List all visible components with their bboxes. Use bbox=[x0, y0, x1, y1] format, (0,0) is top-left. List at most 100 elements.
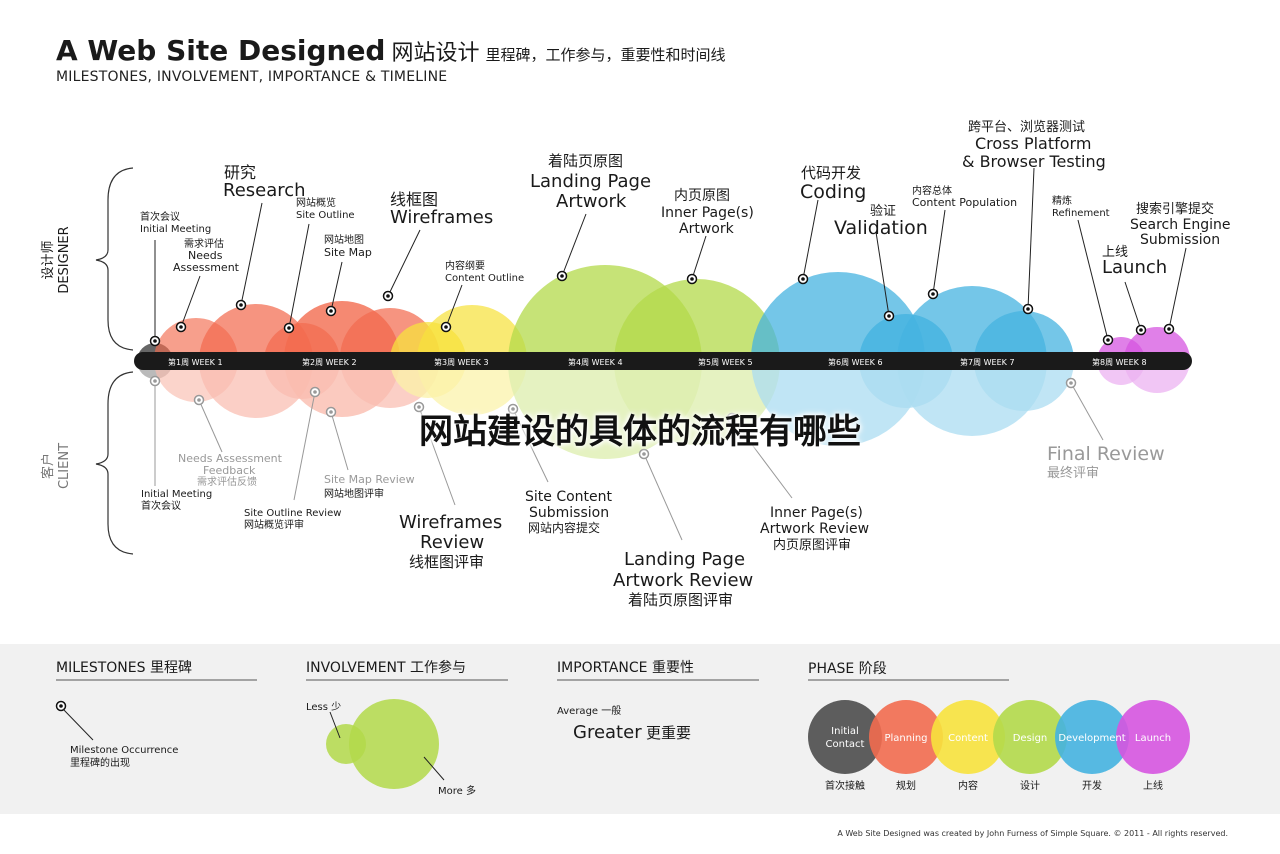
week-label-1: 第1周 WEEK 1 bbox=[168, 357, 223, 367]
client-milestone-5-text-3: 线框图评审 bbox=[409, 553, 484, 571]
client-milestone-7-dot-core bbox=[642, 452, 646, 456]
designer-milestone-16-leader bbox=[1168, 247, 1187, 330]
phase-circle-6 bbox=[1116, 700, 1190, 774]
designer-milestone-8-text-2: Landing Page bbox=[530, 171, 651, 192]
week-label-8: 第8周 WEEK 8 bbox=[1092, 357, 1147, 367]
week-label-3: 第3周 WEEK 3 bbox=[434, 357, 489, 367]
phase-label-cn-6: 上线 bbox=[1143, 779, 1163, 792]
phase-label-cn-1: 首次接触 bbox=[825, 779, 865, 792]
designer-milestone-2-dot-core bbox=[179, 325, 183, 329]
designer-milestone-13-text-3: & Browser Testing bbox=[962, 152, 1106, 171]
client-milestone-5-text-2: Review bbox=[420, 532, 484, 553]
phase-label-en-5: Development bbox=[1058, 733, 1125, 744]
phase-label-cn-3: 内容 bbox=[958, 779, 978, 792]
legend-less-circle bbox=[326, 724, 366, 764]
designer-milestone-3-text-1: 研究 bbox=[224, 163, 256, 182]
legend-more-leader bbox=[423, 756, 445, 781]
phase-label-en-1: Initial bbox=[831, 726, 859, 737]
designer-milestone-15-leader bbox=[1124, 281, 1142, 331]
designer-milestone-3-text-2: Research bbox=[223, 180, 306, 201]
legend-milestone-line1: Milestone Occurrence bbox=[70, 745, 178, 756]
designer-milestone-6-leader bbox=[387, 229, 421, 297]
client-milestone-3-text-1: Site Outline Review bbox=[244, 508, 341, 519]
client-milestone-4-leader bbox=[330, 411, 349, 471]
legend-greater-cn: 更重要 bbox=[646, 724, 691, 742]
designer-milestone-14-dot-core bbox=[1106, 338, 1110, 342]
page-subtitle: MILESTONES, INVOLVEMENT, IMPORTANCE & TI… bbox=[56, 69, 448, 85]
client-milestone-3-leader bbox=[293, 391, 316, 501]
client-bracket bbox=[95, 371, 134, 555]
phase-label-cn-4: 设计 bbox=[1020, 779, 1040, 792]
designer-milestone-5-text-1: 网站地图 bbox=[324, 233, 364, 246]
designer-milestone-1-text-1: 首次会议 bbox=[140, 210, 180, 223]
legend-more-label: More 多 bbox=[438, 784, 476, 797]
designer-milestone-12-leader bbox=[932, 209, 946, 295]
client-milestone-6-leader bbox=[512, 408, 549, 483]
designer-label-en: DESIGNER bbox=[57, 226, 72, 293]
designer-milestone-3-dot-core bbox=[239, 303, 243, 307]
designer-milestone-16-text-2: Search Engine bbox=[1130, 217, 1231, 233]
designer-milestone-16-text-1: 搜索引擎提交 bbox=[1136, 201, 1214, 217]
designer-milestone-9-leader bbox=[691, 235, 707, 280]
client-milestone-2-text-1: Needs Assessment bbox=[178, 452, 283, 465]
legend-phase-title: PHASE 阶段 bbox=[808, 661, 887, 677]
legend-more-circle bbox=[349, 699, 439, 789]
client-milestone-2-text-3: 需求评估反馈 bbox=[197, 475, 257, 488]
designer-milestone-11-dot-core bbox=[887, 314, 891, 318]
phase-circle-3 bbox=[931, 700, 1005, 774]
client-milestone-9-text-2: 最终评审 bbox=[1047, 465, 1099, 481]
client-milestone-5-dot-core bbox=[417, 405, 421, 409]
client-milestone-8-text-2: Artwork Review bbox=[760, 521, 869, 537]
designer-milestone-5-leader bbox=[330, 261, 343, 312]
client-milestone-4-text-1: Site Map Review bbox=[324, 473, 415, 486]
designer-bracket bbox=[95, 167, 134, 351]
designer-milestone-6-dot-core bbox=[386, 294, 390, 298]
designer-milestone-13-dot-core bbox=[1026, 307, 1030, 311]
legend-milestone-line2: 里程碑的出现 bbox=[70, 756, 130, 769]
designer-milestone-11-text-2: Validation bbox=[834, 217, 928, 239]
week-label-2: 第2周 WEEK 2 bbox=[302, 357, 357, 367]
client-label-cn: 客户 bbox=[40, 453, 56, 479]
designer-milestone-10-leader bbox=[802, 199, 819, 280]
designer-milestone-9-text-1: 内页原图 bbox=[674, 188, 730, 204]
designer-milestone-10-dot-core bbox=[801, 277, 805, 281]
designer-milestone-14-text-2: Refinement bbox=[1052, 208, 1110, 219]
designer-milestone-6-text-2: Wireframes bbox=[390, 207, 493, 228]
designer-milestone-13-text-2: Cross Platform bbox=[975, 134, 1091, 153]
designer-milestone-1-dot-core bbox=[153, 339, 157, 343]
client-milestone-2-leader bbox=[198, 399, 223, 453]
client-milestone-9-text-1: Final Review bbox=[1047, 443, 1165, 465]
title-cn-sub: 里程碑，工作参与，重要性和时间线 bbox=[485, 46, 726, 64]
client-milestone-8-text-3: 内页原图评审 bbox=[773, 537, 851, 553]
client-milestone-6-dot-core bbox=[511, 407, 515, 411]
legend-milestone-dot-core bbox=[59, 704, 63, 708]
phase-label-en-2: Planning bbox=[884, 733, 927, 744]
designer-milestone-8-text-1: 着陆页原图 bbox=[548, 152, 623, 170]
client-milestone-2-dot-core bbox=[197, 398, 201, 402]
designer-label-cn: 设计师 bbox=[41, 240, 56, 279]
designer-milestone-11-leader bbox=[875, 231, 890, 317]
designer-milestone-16-dot-core bbox=[1167, 327, 1171, 331]
week-label-6: 第6周 WEEK 6 bbox=[828, 357, 883, 367]
legend-importance-title: IMPORTANCE 重要性 bbox=[557, 660, 694, 676]
designer-milestone-15-dot-core bbox=[1139, 328, 1143, 332]
client-milestone-6-text-2: Submission bbox=[529, 505, 609, 521]
legend-milestone-leader bbox=[62, 708, 94, 741]
designer-milestone-10-text-2: Coding bbox=[800, 181, 866, 203]
designer-milestone-7-leader bbox=[445, 284, 463, 328]
designer-milestone-3-leader bbox=[240, 202, 263, 306]
client-milestone-5-text-1: Wireframes bbox=[399, 512, 502, 533]
designer-milestone-8-dot-core bbox=[560, 274, 564, 278]
client-milestone-9-dot-core bbox=[1069, 381, 1073, 385]
legend-less-leader bbox=[329, 711, 341, 739]
legend-less-label: Less 少 bbox=[306, 701, 341, 713]
phase-label-en2-1: Contact bbox=[826, 739, 865, 750]
phase-circle-5 bbox=[1055, 700, 1129, 774]
designer-milestone-4-text-1: 网站概览 bbox=[296, 196, 336, 209]
phase-label-cn-2: 规划 bbox=[896, 779, 916, 792]
client-milestone-6-text-1: Site Content bbox=[525, 489, 613, 505]
